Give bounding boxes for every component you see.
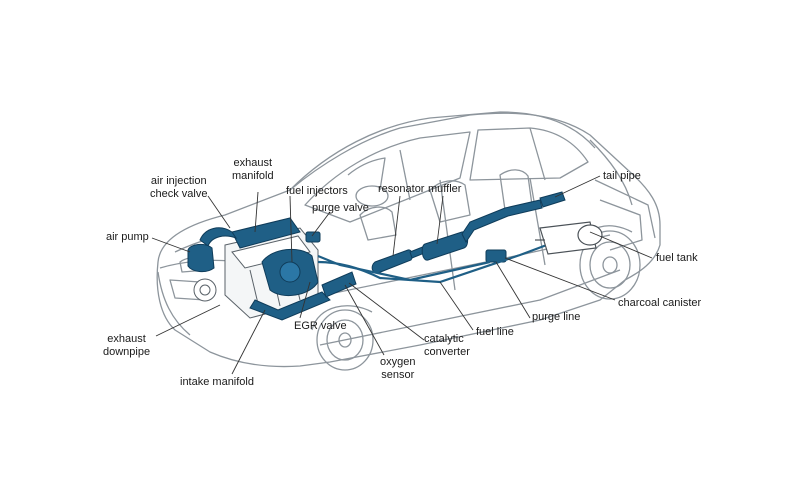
exhaust-manifold-label: exhaust manifold [232,157,274,182]
fuel-tank-label: fuel tank [656,252,698,264]
oxygen-sensor-label: oxygen sensor [380,356,416,381]
intake-manifold-label: intake manifold [180,376,254,388]
tail-pipe-label: tail pipe [603,170,641,182]
purge-line-label: purge line [532,311,581,323]
front-wheel [311,305,374,371]
muffler-label: muffler [428,183,462,195]
fuel-lines [317,238,561,284]
charcoal-canister-label: charcoal canister [618,297,702,309]
leader-lines [151,175,653,375]
catalytic-converter-label: catalytic converter [424,333,470,358]
exhaust-downpipe-label: exhaust downpipe [103,333,151,358]
resonator-label: resonator [378,183,425,195]
egr-valve-label: EGR valve [294,320,347,332]
air-injection-check-valve-label: air injection check valve [150,175,208,200]
exhaust-system [187,191,566,321]
air-pump-label: air pump [106,231,149,243]
fuel-injectors-label: fuel injectors [286,185,348,197]
purge-valve-label: purge valve [312,202,369,214]
fuel-tank [535,221,603,255]
fuel-line-label: fuel line [476,326,514,338]
